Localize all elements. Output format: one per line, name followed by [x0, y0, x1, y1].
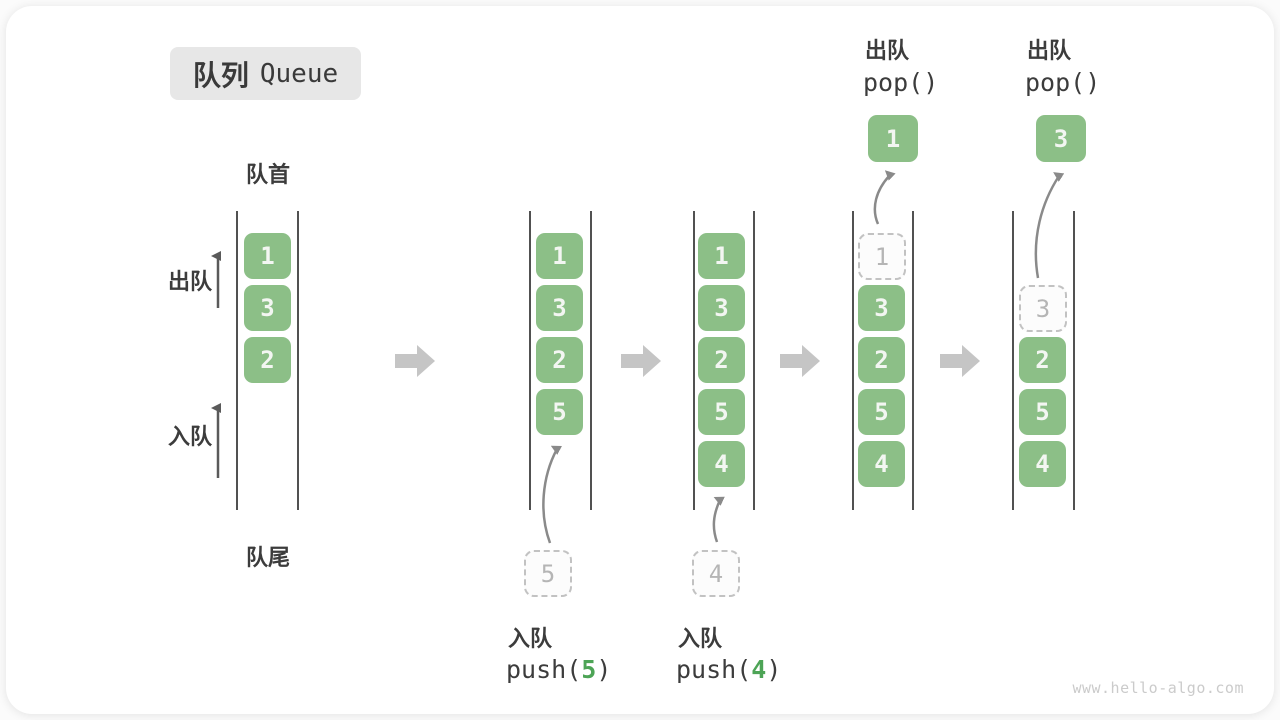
popped-cell: 3: [1036, 115, 1086, 162]
up-arrow-icon: [211, 251, 221, 308]
dequeue-op-code: pop(): [863, 68, 939, 97]
queue-cell: 3: [244, 285, 291, 331]
label-queue-front: 队首: [245, 162, 290, 187]
queue-wall: [753, 211, 755, 510]
queue-wall: [236, 211, 238, 510]
label-enqueue-side: 入队: [168, 424, 213, 449]
removed-ghost-cell: 3: [1019, 285, 1067, 332]
queue-cell: 5: [698, 389, 745, 435]
enqueue-arrow-icon: [712, 496, 725, 543]
stage-arrow-icon: [621, 345, 661, 377]
queue-cell: 3: [858, 285, 905, 331]
queue-cell: 2: [536, 337, 583, 383]
enqueue-op-code: push(4): [676, 655, 781, 684]
dequeue-arrow-icon: [1034, 172, 1065, 279]
queue-wall: [1073, 211, 1075, 510]
enqueue-op-label: 入队: [678, 626, 723, 651]
up-arrow-icon: [211, 403, 221, 478]
label-dequeue-side: 出队: [168, 269, 213, 294]
incoming-ghost-cell: 5: [524, 550, 572, 597]
dequeue-op-label: 出队: [865, 38, 910, 63]
dequeue-op-label: 出队: [1027, 38, 1072, 63]
queue-wall: [297, 211, 299, 510]
incoming-ghost-cell: 4: [692, 550, 740, 597]
stage-arrow-icon: [940, 345, 980, 377]
code-text: ): [766, 655, 782, 684]
queue-wall: [590, 211, 592, 510]
watermark: www.hello-algo.com: [1072, 679, 1244, 697]
queue-cell: 5: [536, 389, 583, 435]
dequeue-arrow-icon: [873, 170, 896, 225]
queue-wall: [912, 211, 914, 510]
queue-cell: 3: [698, 285, 745, 331]
queue-cell: 5: [858, 389, 905, 435]
queue-cell: 2: [1019, 337, 1066, 383]
code-text: push(: [506, 655, 582, 684]
queue-wall: [1012, 211, 1014, 510]
enqueue-op-label: 入队: [508, 626, 553, 651]
stage-arrow-icon: [780, 345, 820, 377]
queue-cell: 2: [698, 337, 745, 383]
queue-wall: [529, 211, 531, 510]
code-text: ): [596, 655, 612, 684]
title-chip: 队列 Queue: [170, 47, 361, 100]
dequeue-op-code: pop(): [1025, 68, 1101, 97]
title-en: Queue: [259, 58, 339, 89]
stage-arrow-icon: [395, 345, 435, 377]
queue-cell: 3: [536, 285, 583, 331]
queue-cell: 1: [698, 233, 745, 279]
removed-ghost-cell: 1: [858, 233, 906, 280]
queue-wall: [852, 211, 854, 510]
queue-cell: 4: [698, 441, 745, 487]
queue-cell: 1: [536, 233, 583, 279]
code-arg: 5: [581, 655, 597, 684]
queue-cell: 4: [1019, 441, 1066, 487]
queue-cell: 2: [244, 337, 291, 383]
queue-cell: 2: [858, 337, 905, 383]
enqueue-op-code: push(5): [506, 655, 611, 684]
enqueue-arrow-icon: [542, 445, 563, 544]
popped-cell: 1: [868, 115, 918, 162]
queue-wall: [693, 211, 695, 510]
queue-cell: 1: [244, 233, 291, 279]
code-arg: 4: [751, 655, 767, 684]
queue-cell: 4: [858, 441, 905, 487]
code-text: push(: [676, 655, 752, 684]
label-queue-rear: 队尾: [245, 545, 290, 570]
queue-cell: 5: [1019, 389, 1066, 435]
title-zh: 队列: [192, 59, 249, 91]
